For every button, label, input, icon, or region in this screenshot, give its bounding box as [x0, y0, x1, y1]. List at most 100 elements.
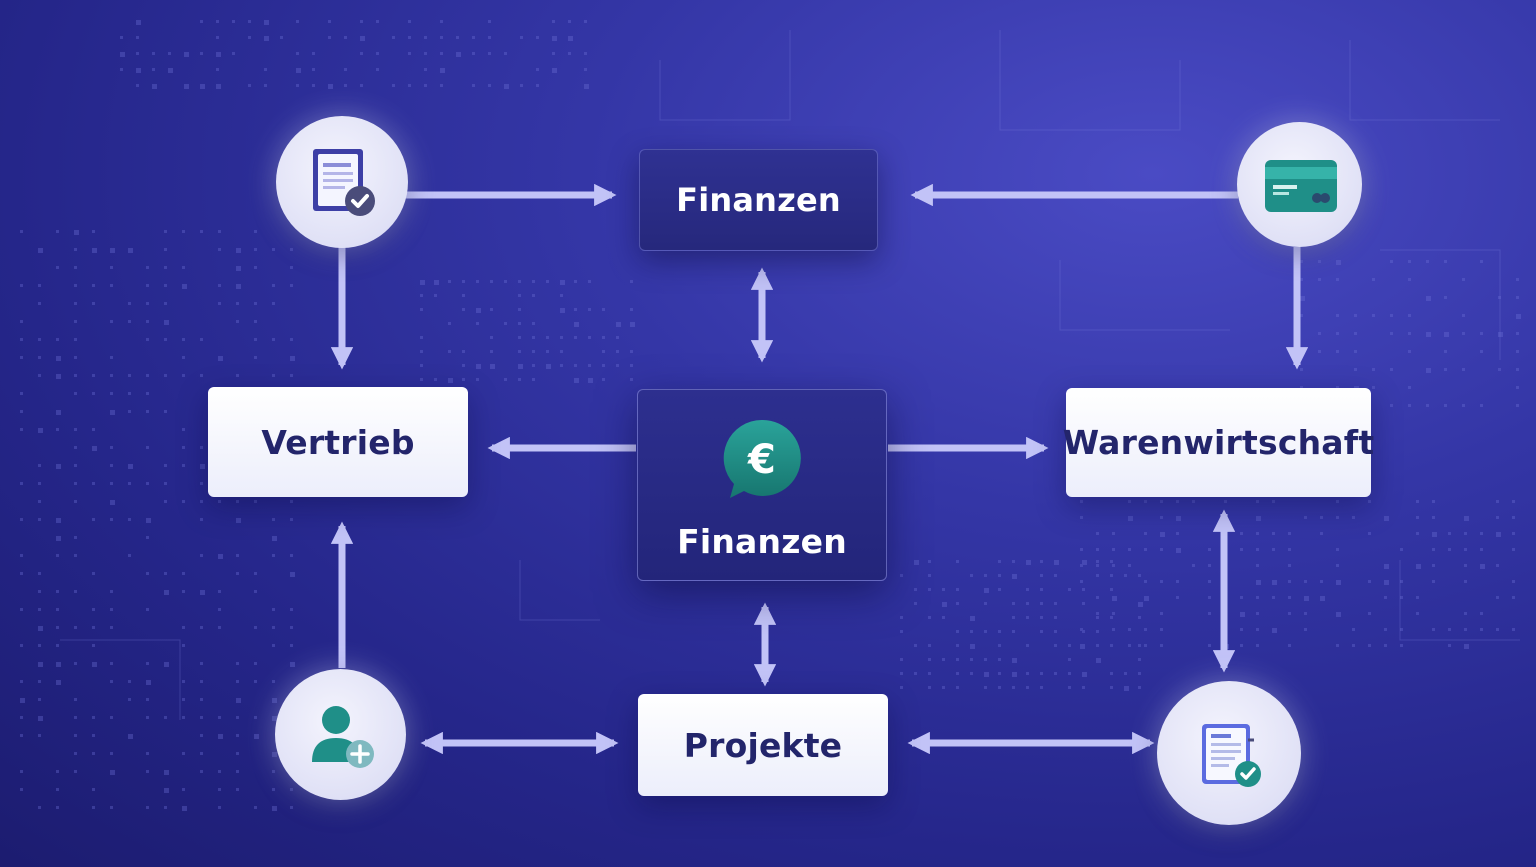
background-dot	[56, 356, 61, 361]
background-dot	[38, 302, 41, 305]
circle-add-user[interactable]	[275, 669, 406, 800]
background-dot	[128, 680, 131, 683]
background-dot	[1082, 560, 1087, 565]
background-dot	[1040, 588, 1043, 591]
background-dot	[420, 378, 423, 381]
background-dot	[290, 266, 293, 269]
background-dot	[264, 68, 267, 71]
background-dot	[20, 518, 23, 521]
background-dot	[574, 280, 577, 283]
background-dot	[92, 752, 95, 755]
background-dot	[1400, 644, 1403, 647]
background-dot	[560, 308, 565, 313]
background-dot	[38, 374, 41, 377]
background-dot	[146, 392, 149, 395]
finanzen-center-box[interactable]: € Finanzen	[637, 389, 887, 581]
background-dot	[518, 280, 521, 283]
background-dot	[518, 322, 521, 325]
circle-document-check[interactable]	[276, 116, 408, 248]
background-dot	[74, 464, 77, 467]
projekte-label: Projekte	[683, 725, 843, 765]
background-dot	[490, 280, 493, 283]
background-dot	[546, 280, 549, 283]
background-dot	[264, 20, 269, 25]
background-dot	[574, 378, 579, 383]
background-dot	[290, 500, 293, 503]
background-dot	[200, 446, 203, 449]
circle-credit-card[interactable]	[1237, 122, 1362, 247]
finanzen-top-box[interactable]: Finanzen	[639, 149, 878, 251]
background-dot	[182, 590, 185, 593]
background-dot	[110, 374, 113, 377]
background-dot	[56, 338, 59, 341]
background-dot	[254, 716, 257, 719]
background-dot	[200, 482, 203, 485]
add-user-icon	[311, 705, 374, 768]
warenwirtschaft-box[interactable]: Warenwirtschaft	[1063, 388, 1374, 497]
background-dot	[56, 788, 59, 791]
vertrieb-box[interactable]: Vertrieb	[208, 387, 468, 497]
background-dot	[490, 364, 495, 369]
background-dot	[74, 698, 77, 701]
background-dot	[254, 806, 257, 809]
background-dot	[462, 364, 465, 367]
background-dot	[164, 482, 167, 485]
background-dot	[182, 230, 185, 233]
background-dot	[254, 572, 257, 575]
background-dot	[200, 680, 203, 683]
background-dot	[38, 518, 41, 521]
background-dot	[1256, 596, 1259, 599]
background-dot	[1300, 386, 1303, 389]
background-dot	[440, 84, 443, 87]
background-dot	[74, 734, 77, 737]
background-dot	[1012, 616, 1015, 619]
background-dot	[200, 734, 203, 737]
background-dot	[1408, 278, 1411, 281]
background-dot	[914, 602, 917, 605]
background-dot	[1464, 628, 1467, 631]
background-dot	[182, 626, 185, 629]
background-dot	[420, 280, 425, 285]
background-dot	[998, 658, 1001, 661]
background-dot	[74, 320, 77, 323]
background-dot	[552, 52, 555, 55]
background-dot	[272, 284, 275, 287]
background-dot	[164, 662, 169, 667]
background-dot	[1080, 516, 1083, 519]
background-dot	[110, 716, 113, 719]
background-dot	[448, 350, 451, 353]
background-dot	[1272, 548, 1275, 551]
background-dot	[168, 52, 171, 55]
credit-card-icon	[1264, 159, 1337, 212]
background-dot	[56, 644, 59, 647]
background-dot	[200, 752, 203, 755]
background-dot	[1400, 596, 1403, 599]
background-dot	[1336, 386, 1339, 389]
background-dot	[928, 588, 931, 591]
background-dot	[1318, 260, 1321, 263]
background-dot	[1432, 516, 1435, 519]
background-dot	[1138, 644, 1141, 647]
background-dot	[1080, 500, 1083, 503]
background-dot	[1288, 644, 1291, 647]
background-dot	[1354, 350, 1357, 353]
background-dot	[110, 410, 115, 415]
background-dot	[1384, 564, 1389, 569]
background-dot	[956, 602, 959, 605]
projekte-box[interactable]: Projekte	[638, 694, 888, 796]
background-dot	[1480, 564, 1485, 569]
background-dot	[56, 680, 61, 685]
background-dot	[182, 698, 185, 701]
background-dot	[1426, 368, 1431, 373]
background-dot	[630, 364, 633, 367]
background-dot	[290, 662, 295, 667]
background-dot	[1512, 532, 1515, 535]
background-dot	[1026, 616, 1029, 619]
circle-invoice-check[interactable]	[1157, 681, 1301, 825]
background-dot	[1112, 532, 1115, 535]
background-dot	[38, 428, 43, 433]
background-dot	[128, 248, 133, 253]
background-dot	[1464, 564, 1467, 567]
background-dot	[200, 20, 203, 23]
background-dot	[1080, 644, 1085, 649]
